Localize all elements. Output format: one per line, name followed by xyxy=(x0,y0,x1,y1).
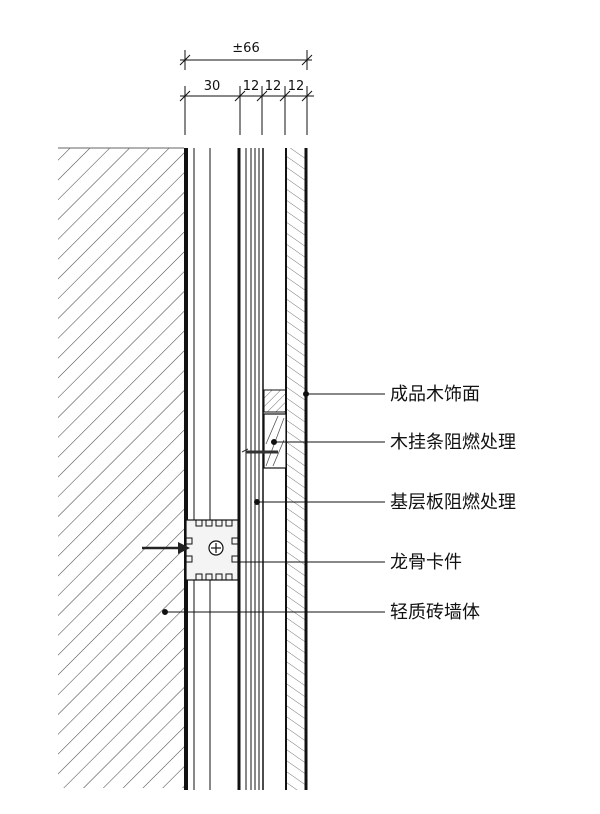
label-base-board: 基层板阻燃处理 xyxy=(390,492,516,513)
wood-strip-top xyxy=(263,389,287,413)
keel-clip-teeth-bottom xyxy=(195,573,233,580)
dim-segment-1: 30 xyxy=(204,79,221,94)
keel-clip-teeth-top xyxy=(195,520,233,527)
leader-wood-finish-dot xyxy=(303,391,309,397)
brick-wall xyxy=(58,148,184,788)
anchor-nail-head xyxy=(178,542,190,554)
dim-total-tick-right xyxy=(301,54,313,66)
dim-segment-2: 12 xyxy=(243,79,260,94)
dim-tick-e xyxy=(301,90,313,102)
dimension-group xyxy=(179,50,314,135)
dim-tick-c xyxy=(256,90,268,102)
dim-total-label: ±66 xyxy=(232,41,259,56)
wood-finish-panel xyxy=(286,148,306,790)
keel-clip-side-notches xyxy=(186,537,238,563)
leader-base-board-dot xyxy=(254,499,260,505)
keel-clip xyxy=(142,519,239,581)
label-wood-strip: 木挂条阻燃处理 xyxy=(390,432,516,453)
label-wood-finish: 成品木饰面 xyxy=(390,384,480,405)
dim-segment-3: 12 xyxy=(265,79,282,94)
wood-strip-hatch-3 xyxy=(272,439,285,467)
dim-total-tick-left xyxy=(179,54,191,66)
dim-tick-a xyxy=(179,90,191,102)
dim-segment-4: 12 xyxy=(288,79,305,94)
dim-tick-b xyxy=(234,90,246,102)
label-keel-clip: 龙骨卡件 xyxy=(390,552,462,573)
wood-strip-screw-tip xyxy=(241,448,249,453)
label-brick-wall: 轻质砖墙体 xyxy=(390,602,480,623)
layer-lines xyxy=(184,148,264,790)
leader-brick-wall-dot xyxy=(162,609,168,615)
leader-wood-strip-dot xyxy=(271,439,277,445)
wood-strip-hatch-2 xyxy=(265,415,279,445)
dim-tick-d xyxy=(279,90,291,102)
leader-lines xyxy=(162,391,385,615)
